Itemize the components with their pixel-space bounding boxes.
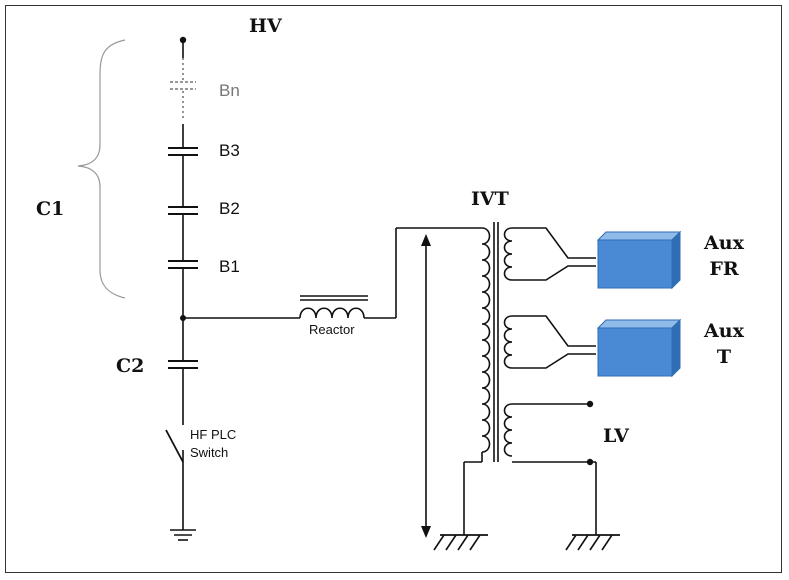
b2-label: B2 [219, 199, 240, 218]
secondary-t-lead-top [512, 315, 596, 347]
tap-junction-dot [180, 315, 186, 321]
ground-mid-hatch-3 [457, 534, 469, 551]
c1-brace [77, 39, 126, 299]
aux-t-label-line2: T [716, 346, 732, 368]
reactor-coil [299, 307, 365, 319]
bn-label: Bn [219, 81, 240, 100]
secondary-t-coil [503, 315, 513, 369]
ground-right-hatch-2 [577, 534, 589, 551]
aux-t-label-line1: Aux [704, 320, 744, 342]
ground-mid-hatch-1 [433, 534, 445, 551]
switch-blade [165, 429, 184, 463]
secondary-fr-lead-bottom [512, 265, 596, 281]
lv-terminal-bottom-dot [586, 458, 594, 466]
b3-label: B3 [219, 141, 240, 160]
lv-label: LV [603, 425, 629, 447]
c2-label: C2 [116, 355, 145, 377]
lv-terminal-top-dot [586, 400, 594, 408]
ground-mid-hatch-4 [469, 534, 481, 551]
ground-right-hatch-3 [589, 534, 601, 551]
aux-fr-label-line1: Aux [704, 232, 744, 254]
voltage-arrow-head-bottom [421, 526, 431, 538]
hv-terminal-dot [179, 36, 187, 44]
aux-t-box [596, 318, 682, 378]
ground-right-hatch-1 [565, 534, 577, 551]
ivt-label: IVT [471, 188, 509, 210]
diagram-frame [5, 5, 782, 573]
reactor-label: Reactor [309, 322, 355, 337]
lv-coil [503, 403, 513, 457]
ground-right-hatch-4 [601, 534, 613, 551]
voltage-arrow-head-top [421, 234, 431, 246]
switch-label-line1: HF PLC [190, 427, 237, 442]
secondary-fr-coil [503, 227, 513, 281]
aux-fr-box [596, 230, 682, 290]
switch-label-line2: Switch [190, 445, 229, 460]
secondary-fr-lead-top [512, 227, 596, 259]
c1-label: C1 [36, 198, 65, 220]
aux-fr-label-line2: FR [709, 258, 739, 280]
hv-label: HV [249, 15, 282, 37]
ivt-primary-coil [481, 227, 491, 453]
b1-label: B1 [219, 257, 240, 276]
ground-mid-hatch-2 [445, 534, 457, 551]
secondary-t-lead-bottom [512, 353, 596, 369]
